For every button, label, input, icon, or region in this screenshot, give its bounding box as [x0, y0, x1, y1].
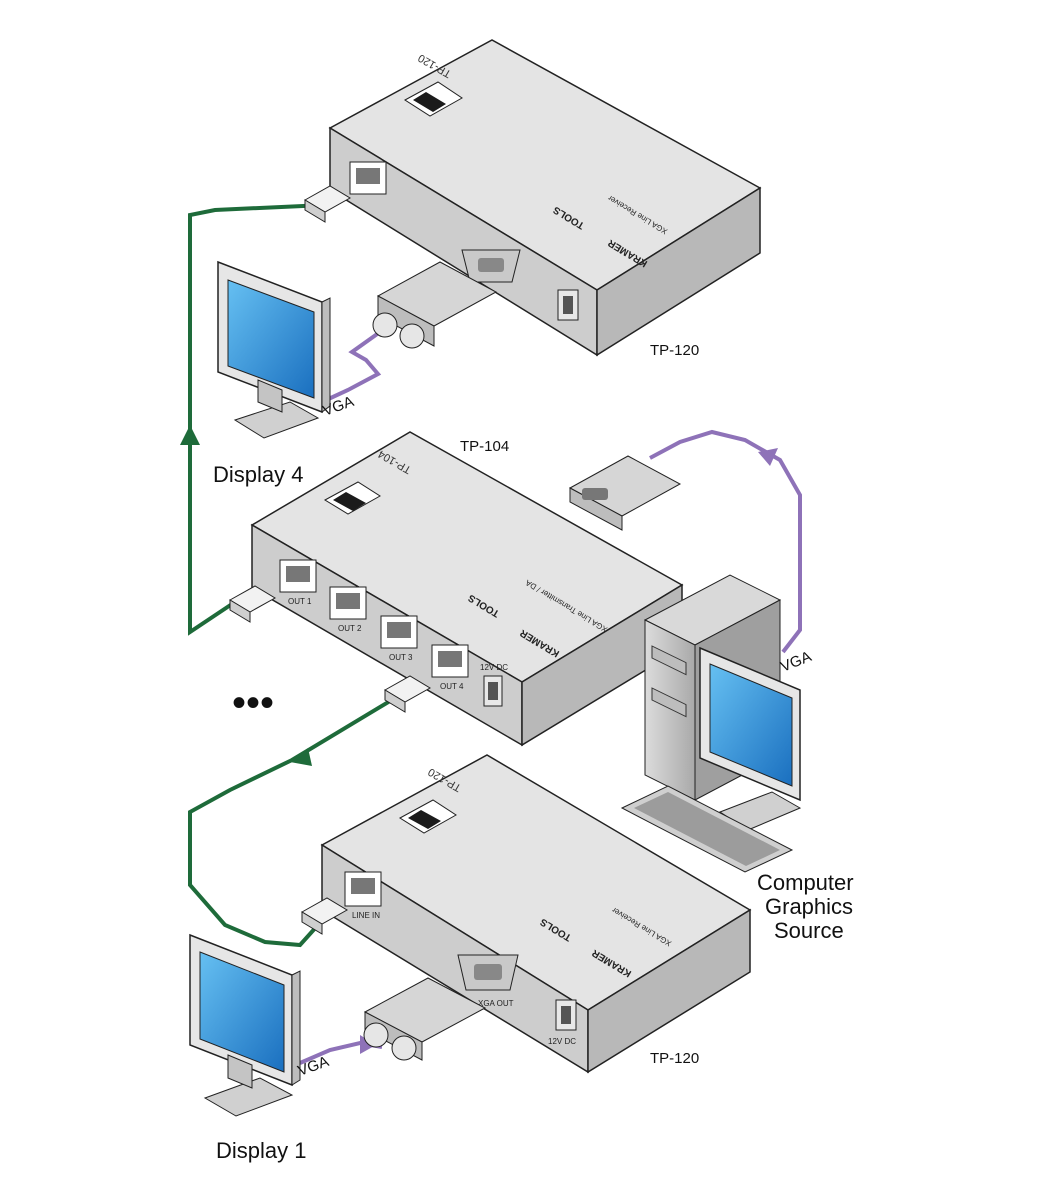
rj45-plug-out4	[384, 675, 431, 713]
power-label: 12V DC	[480, 663, 508, 672]
tp-cable-to-bottom-receiver	[188, 693, 402, 948]
port-label: LINE IN	[352, 911, 380, 920]
rj45-port-line-in[interactable]: LINE IN	[344, 871, 382, 920]
power-label: 12V DC	[548, 1037, 576, 1046]
vga-label: VGA	[296, 1053, 332, 1080]
vga-port[interactable]	[461, 249, 521, 283]
kramer-logo	[323, 481, 381, 515]
port-label: OUT 2	[338, 624, 362, 633]
rj45-port[interactable]	[349, 161, 387, 195]
arrow-left-icon	[758, 448, 778, 466]
port-out-4[interactable]: OUT 4	[431, 644, 469, 691]
vga-plug-bottom	[363, 977, 487, 1061]
port-out-3[interactable]: OUT 3	[380, 615, 418, 662]
computer-monitor-icon	[699, 646, 802, 831]
rj45-plug-bottom	[301, 897, 348, 935]
display-1-label: Display 1	[216, 1138, 306, 1163]
display-1-monitor-icon	[189, 933, 301, 1117]
vga-cable-source	[649, 429, 802, 654]
kramer-logo	[399, 799, 457, 834]
port-out-1[interactable]: OUT 1	[279, 559, 317, 606]
source-label-line3: Source	[774, 918, 844, 943]
vga-plug-source	[568, 455, 682, 531]
device-label-top: TP-120	[650, 342, 699, 359]
display-4-label: Display 4	[213, 462, 303, 487]
vga-port[interactable]: XGA OUT	[457, 954, 519, 1008]
vga-plug-top	[372, 261, 498, 349]
port-label: OUT 3	[389, 653, 413, 662]
kramer-logo	[404, 81, 463, 117]
power-jack[interactable]: 12V DC	[480, 663, 508, 707]
port-label: OUT 1	[288, 597, 312, 606]
source-label-line1: Computer	[757, 870, 854, 895]
rj45-plug-top	[304, 185, 351, 223]
device-label-bottom: TP-120	[650, 1050, 699, 1067]
power-jack[interactable]: 12V DC	[548, 999, 577, 1046]
source-label-line2: Graphics	[765, 894, 853, 919]
top-receiver: TP-120 XGA Line Receiver KRAMER TOOLS TP…	[328, 39, 762, 359]
transmitter: TP-104 XGA Line Transmitter / DA KRAMER …	[250, 431, 684, 747]
twisted-pair-cables	[180, 203, 402, 948]
rj45-plug-out1	[229, 585, 276, 623]
vga-cable-display-4	[321, 330, 382, 404]
arrow-up-icon	[180, 425, 200, 445]
bottom-receiver: TP-120 XGA Line Receiver KRAMER TOOLS LI…	[320, 754, 752, 1074]
port-out-2[interactable]: OUT 2	[329, 586, 367, 633]
arrow-left-icon	[290, 748, 312, 766]
keyboard-icon	[620, 785, 794, 873]
more-displays-ellipsis: •••	[232, 681, 274, 725]
device-label-transmitter: TP-104	[460, 438, 509, 455]
display-4-monitor-icon	[217, 260, 331, 439]
port-label: OUT 4	[440, 682, 464, 691]
port-label: XGA OUT	[478, 999, 514, 1008]
power-jack[interactable]	[557, 289, 579, 321]
tp-cable-to-top-receiver	[188, 203, 326, 636]
